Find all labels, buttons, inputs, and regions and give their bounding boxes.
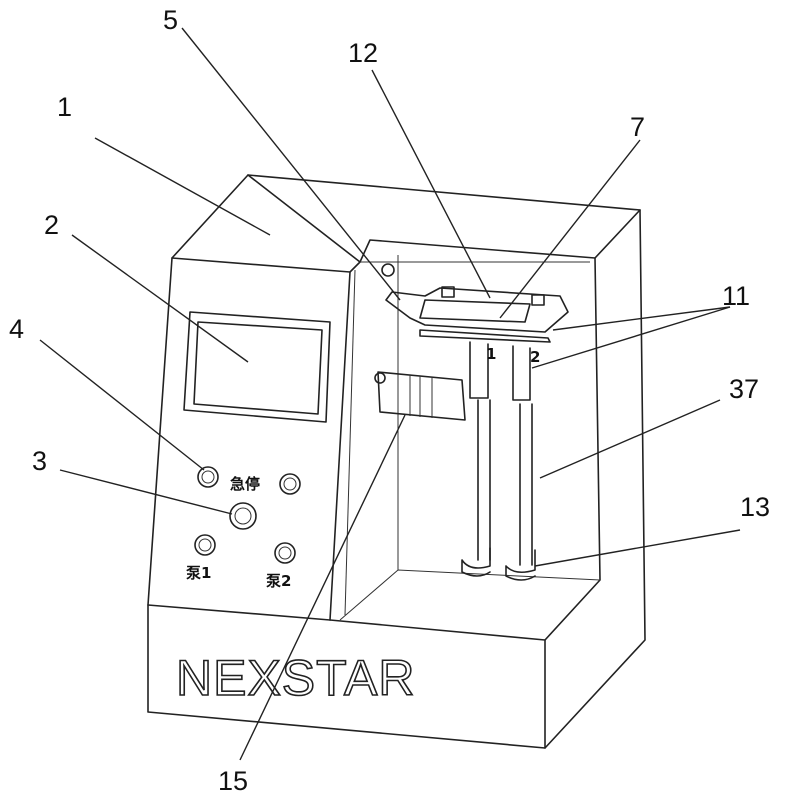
leader-lines — [39, 27, 741, 761]
cabinet-body — [147, 174, 646, 749]
pump1-label: 泵1 — [186, 564, 211, 582]
motor — [374, 371, 466, 421]
callout-3: 3 — [32, 446, 47, 476]
callout-13: 13 — [740, 492, 770, 522]
pump2-button — [274, 542, 296, 564]
estop-label: 急停 — [230, 475, 260, 493]
syringe-mark-1: 1 — [486, 345, 496, 363]
syringes — [461, 341, 536, 581]
touch-screen — [183, 311, 331, 423]
pump2-label: 泵2 — [266, 572, 291, 590]
callout-4: 4 — [9, 314, 24, 344]
callout-2: 2 — [44, 210, 59, 240]
callout-11: 11 — [722, 281, 750, 311]
emergency-stop-button — [229, 502, 257, 530]
mounting-plate — [381, 263, 569, 343]
control-buttons — [194, 466, 301, 564]
callout-15: 15 — [218, 766, 248, 796]
brand-nexstar: NEXSTAR — [176, 650, 415, 706]
syringe-mark-2: 2 — [530, 348, 540, 366]
callout-5: 5 — [163, 5, 178, 35]
callout-12: 12 — [348, 38, 378, 68]
button-4 — [197, 466, 219, 488]
button-right-top — [279, 473, 301, 495]
pump1-button — [194, 534, 216, 556]
callout-7: 7 — [630, 112, 645, 142]
callout-1: 1 — [57, 92, 72, 122]
callout-37: 37 — [729, 374, 759, 404]
